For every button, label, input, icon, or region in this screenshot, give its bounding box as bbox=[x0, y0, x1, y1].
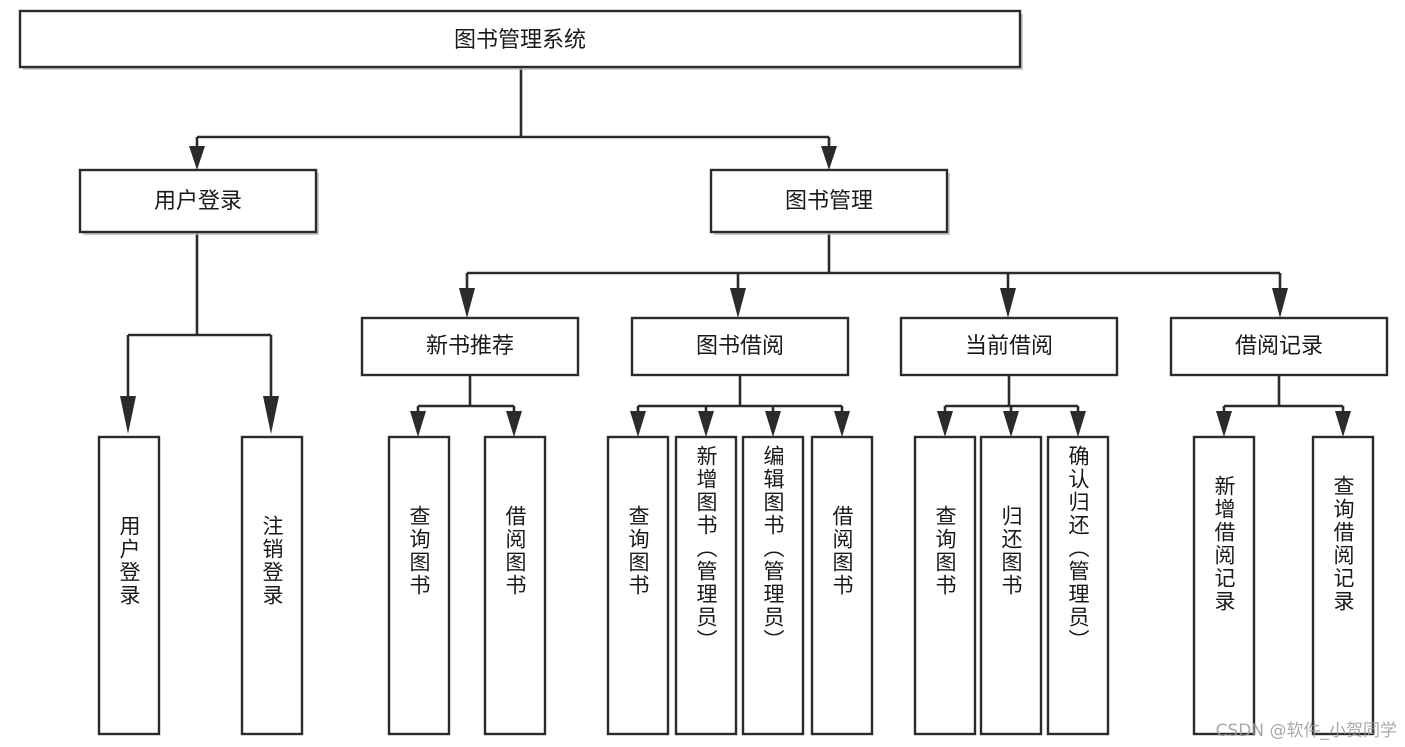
node-book-borrow-box[interactable] bbox=[630, 316, 850, 377]
arrow-leaf-borrowrecord-1 bbox=[1216, 411, 1232, 437]
node-book-borrow-label: 图书借阅 bbox=[696, 334, 784, 359]
arrow-leaf-user-login-1 bbox=[120, 396, 136, 434]
arrow-to-current-borrow bbox=[1000, 288, 1016, 318]
leaf-box-book-borrow-4[interactable] bbox=[810, 435, 874, 736]
arrow-leaf-bookborrow-2 bbox=[698, 411, 714, 437]
arrow-leaf-borrowrecord-2 bbox=[1335, 411, 1351, 437]
arrow-leaf-currentborrow-3 bbox=[1070, 411, 1086, 437]
leaf-box-user-login-2[interactable] bbox=[240, 435, 304, 736]
leaf-box-book-borrow-1[interactable] bbox=[606, 435, 670, 736]
node-user-login-box[interactable] bbox=[78, 168, 318, 234]
node-user-login-label: 用户登录 bbox=[154, 189, 242, 214]
node-title-box[interactable] bbox=[18, 9, 1022, 69]
leaf-box-new-book-1[interactable] bbox=[387, 435, 451, 736]
leaf-box-borrow-record-2[interactable] bbox=[1311, 435, 1375, 736]
node-current-borrow-box[interactable] bbox=[899, 316, 1119, 377]
node-current-borrow-label: 当前借阅 bbox=[965, 334, 1053, 359]
node-new-book-box[interactable] bbox=[360, 316, 580, 377]
leaf-box-current-borrow-2[interactable] bbox=[979, 435, 1043, 736]
node-borrow-record-label: 借阅记录 bbox=[1235, 334, 1323, 359]
node-title-label: 图书管理系统 bbox=[454, 28, 586, 53]
leaf-box-borrow-record-1[interactable] bbox=[1192, 435, 1256, 736]
node-new-book-label: 新书推荐 bbox=[426, 334, 514, 359]
leaf-box-current-borrow-3[interactable] bbox=[1046, 435, 1110, 736]
arrow-to-user-login bbox=[189, 146, 205, 170]
node-borrow-record-box[interactable] bbox=[1169, 316, 1389, 377]
arrow-leaf-user-login-2 bbox=[263, 396, 279, 434]
leaf-box-book-borrow-2[interactable] bbox=[674, 435, 738, 736]
node-book-manage-box[interactable] bbox=[709, 168, 949, 234]
leaf-box-current-borrow-1[interactable] bbox=[913, 435, 977, 736]
connector-layer bbox=[120, 67, 1351, 437]
arrow-to-borrow-record bbox=[1272, 288, 1288, 318]
arrow-to-book-manage bbox=[821, 146, 837, 170]
arrow-leaf-bookborrow-1 bbox=[630, 411, 646, 437]
arrow-to-book-borrow bbox=[730, 288, 746, 318]
arrow-leaf-newbook-1 bbox=[410, 411, 426, 437]
arrow-leaf-bookborrow-4 bbox=[834, 411, 850, 437]
leaf-box-book-borrow-3[interactable] bbox=[741, 435, 805, 736]
arrow-leaf-newbook-2 bbox=[506, 411, 522, 437]
arrow-leaf-bookborrow-3 bbox=[765, 411, 781, 437]
node-book-manage-label: 图书管理 bbox=[785, 189, 873, 214]
node-layer: 图书管理系统 用户登录 图书管理 新书推荐 图书借阅 当前借阅 借阅记录 bbox=[18, 9, 1389, 736]
leaf-box-new-book-2[interactable] bbox=[483, 435, 547, 736]
leaf-box-user-login-1[interactable] bbox=[97, 435, 161, 736]
arrow-leaf-currentborrow-1 bbox=[937, 411, 953, 437]
arrow-to-new-book bbox=[459, 288, 475, 318]
arrow-leaf-currentborrow-2 bbox=[1003, 411, 1019, 437]
